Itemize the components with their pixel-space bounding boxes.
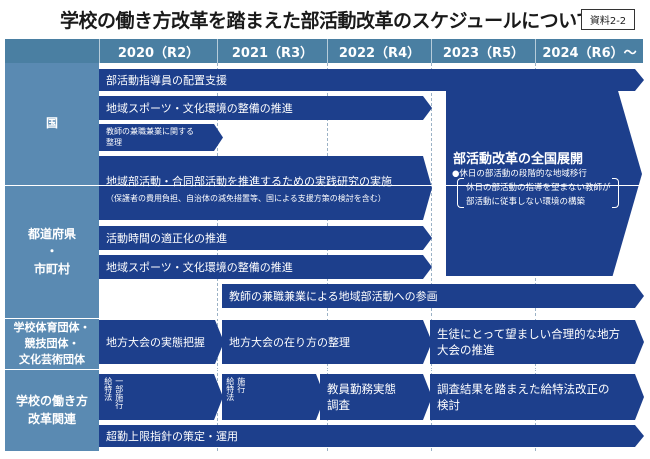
- arrow-coach-support: 部活動指導員の配置支援: [99, 69, 644, 91]
- row-divider: [5, 318, 643, 319]
- arrow-research: 地域部活動・合同部活動を推進するための実践研究の実施 （保護者の費用負担、自治体…: [99, 156, 432, 220]
- law-revision-line-1: 調査結果を踏まえた給特法改正の: [437, 382, 610, 396]
- tournament-ideal-line-2: 大会の推進: [437, 343, 495, 357]
- year-2022: 2022（R4）: [327, 39, 431, 63]
- tournament-ideal-line-1: 生徒にとって望ましい合理的な地方: [437, 327, 621, 341]
- rollout-item-2: 休日の部活動の指導を望まない教師が: [466, 183, 611, 193]
- row-label-national: 国: [5, 63, 99, 185]
- national-rollout-title: 部活動改革の全国展開: [453, 152, 584, 167]
- law-label-2b: 施行: [236, 377, 246, 393]
- bracket-right: [612, 178, 619, 208]
- survey-line-2: 調査: [327, 398, 350, 412]
- arrow-tournament-way: 地方大会の在り方の整理: [222, 320, 432, 364]
- year-header: [5, 39, 643, 63]
- arrow-env-local: 地域スポーツ・文化環境の整備の推進: [99, 255, 432, 279]
- law-label-2: 給特法: [225, 377, 235, 401]
- arrow-teacher-side-job: 教師の兼職兼業による地域部活動への参画: [222, 284, 644, 308]
- arrow-side-job-organize: 教師の兼職兼業に関する 整理: [99, 124, 223, 151]
- side-job-line-2: 整理: [106, 137, 122, 147]
- survey-line-1: 教員勤務実態: [327, 382, 396, 396]
- document-badge: 資料2-2: [581, 9, 635, 30]
- arrow-law-partial: [99, 374, 223, 420]
- arrow-tournament-grasp: 地方大会の実態把握: [99, 320, 224, 364]
- rollout-item-3: 部活動に従事しない環境の構築: [466, 197, 586, 207]
- year-2021: 2021（R3）: [217, 39, 327, 63]
- arrow-law-revision: 調査結果を踏まえた給特法改正の 検討: [430, 374, 644, 420]
- page-title: 学校の働き方改革を踏まえた部活動改革のスケジュールについて: [60, 10, 595, 32]
- row-label-work-reform: 学校の働き方 改革関連: [5, 370, 99, 451]
- rollout-item-1: ●休日の部活動の段階的な地域移行: [452, 169, 587, 179]
- year-2020: 2020（R2）: [99, 39, 217, 63]
- arrow-env-national: 地域スポーツ・文化環境の整備の推進: [99, 96, 432, 120]
- law-revision-line-2: 検討: [437, 398, 460, 412]
- side-job-line-1: 教師の兼職兼業に関する: [106, 127, 194, 137]
- divider-stripe: [433, 72, 435, 276]
- row-divider: [5, 369, 643, 370]
- year-2024: 2024（R6）〜: [535, 39, 643, 63]
- arrow-survey: 教員勤務実態 調査: [320, 374, 432, 420]
- law-label-1: 給特法: [103, 377, 113, 401]
- national-rollout-block: [446, 72, 642, 276]
- column-divider: [431, 63, 432, 451]
- divider-stripe: [437, 72, 439, 276]
- year-2023: 2023（R5）: [431, 39, 535, 63]
- arrow-tournament-ideal: 生徒にとって望ましい合理的な地方 大会の推進: [430, 320, 644, 364]
- divider-stripe: [441, 72, 443, 276]
- row-label-prefecture: 都道府県 ・ 市町村: [5, 186, 99, 318]
- research-sublabel: （保護者の費用負担、自治体の減免措置等、国による支援方策の検討を含む）: [106, 193, 386, 203]
- arrow-overtime-limit: 超勤上限指針の策定・運用: [99, 425, 644, 447]
- row-divider: [5, 185, 643, 186]
- row-label-sports-bodies: 学校体育団体・ 競技団体・ 文化芸術団体: [5, 319, 99, 369]
- law-label-1b: 一部施行: [114, 377, 124, 409]
- research-label: 地域部活動・合同部活動を推進するための実践研究の実施: [106, 174, 392, 188]
- arrow-law-effect: [222, 374, 325, 420]
- arrow-activity-time: 活動時間の適正化の推進: [99, 226, 432, 250]
- bracket-left: [457, 178, 464, 208]
